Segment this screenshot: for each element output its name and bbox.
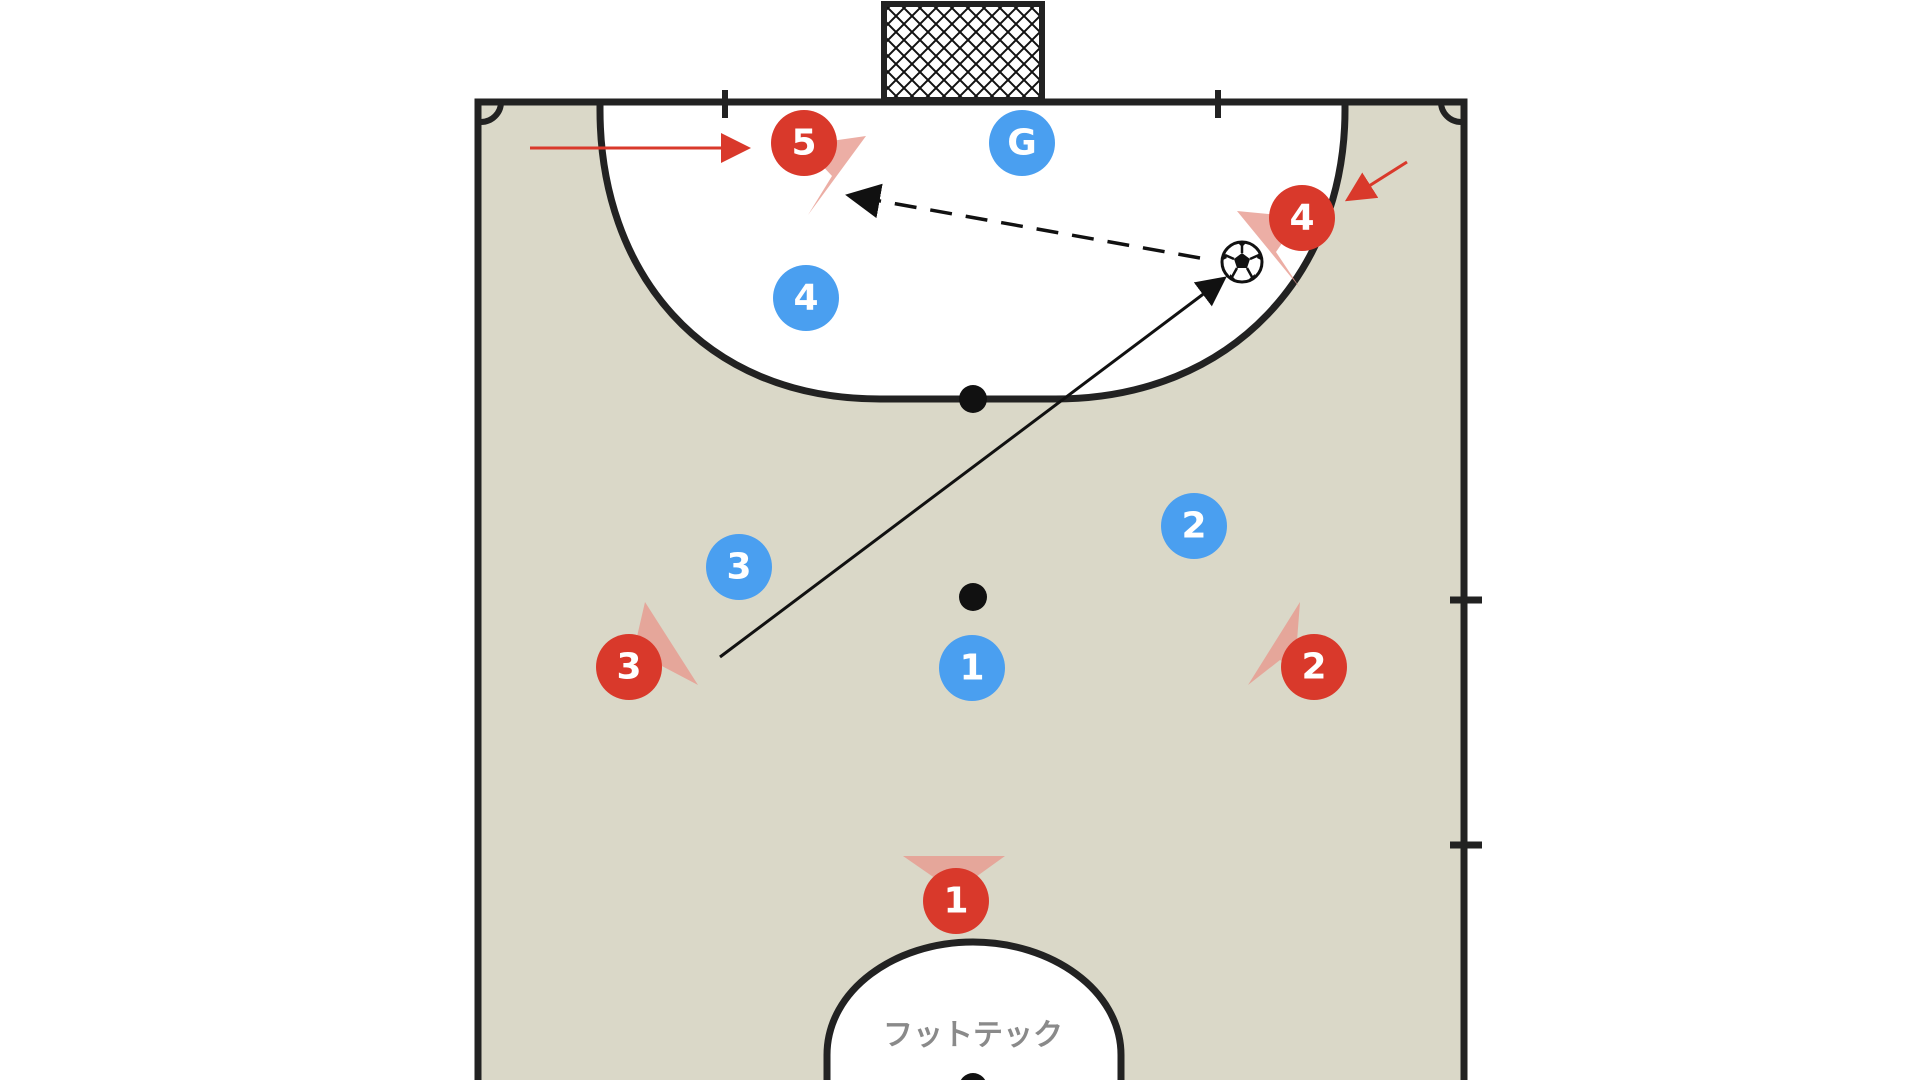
player-label: 2: [1181, 506, 1206, 547]
blue-player-1[interactable]: 1: [939, 635, 1005, 701]
red-player-3[interactable]: 3: [596, 634, 662, 700]
blue-player-goalkeeper[interactable]: G: [989, 110, 1055, 176]
blue-player-3[interactable]: 3: [706, 534, 772, 600]
player-label: 1: [959, 648, 984, 689]
center-mark: [960, 1073, 986, 1080]
player-label: 1: [943, 881, 968, 922]
player-label: 2: [1301, 647, 1326, 688]
red-player-5[interactable]: 5: [771, 110, 837, 176]
goal-net: [881, 1, 1045, 103]
red-player-4[interactable]: 4: [1269, 185, 1335, 251]
corner-arc-left: [480, 101, 504, 125]
blue-team: G 4 3 2 1: [706, 110, 1227, 701]
blue-player-2[interactable]: 2: [1161, 493, 1227, 559]
player-label: 4: [1289, 198, 1314, 239]
shot-arrow: [845, 183, 1201, 260]
player-label: G: [1007, 123, 1037, 164]
red-team: 5 4 3 2 1: [596, 110, 1347, 934]
red-player-1[interactable]: 1: [923, 868, 989, 934]
center-circle: [823, 938, 1125, 1080]
player-label: 5: [791, 123, 816, 164]
watermark-text: フットテック: [883, 1018, 1063, 1053]
facing-wedge-red-2: [1248, 602, 1300, 685]
corner-arc-right: [1438, 101, 1462, 125]
court: フットテック: [474, 90, 1482, 1080]
soccer-ball-icon[interactable]: [1220, 240, 1264, 284]
pass-arrow: [719, 276, 1227, 659]
penalty-mark: [959, 385, 987, 413]
player-label: 4: [793, 278, 818, 319]
goal: [881, 1, 1045, 103]
arrows: [530, 133, 1408, 659]
player-label: 3: [616, 647, 641, 688]
second-penalty-mark: [959, 583, 987, 611]
blue-player-4[interactable]: 4: [773, 265, 839, 331]
run-arrow-player-4: [1344, 160, 1408, 202]
player-label: 3: [726, 547, 751, 588]
red-player-2[interactable]: 2: [1281, 634, 1347, 700]
